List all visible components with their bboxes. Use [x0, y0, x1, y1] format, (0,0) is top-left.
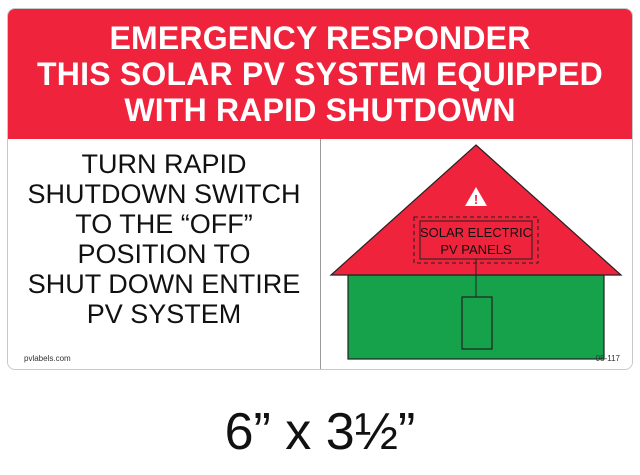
header-line-1: EMERGENCY RESPONDER: [109, 20, 531, 56]
shutdown-switch-box: [461, 296, 493, 350]
part-number-text: 05-117: [595, 354, 620, 363]
label-header: EMERGENCY RESPONDER THIS SOLAR PV SYSTEM…: [8, 9, 632, 139]
instruction-line-4: POSITION TO: [77, 239, 251, 269]
warning-symbol: !: [474, 192, 478, 207]
instruction-line-2: SHUTDOWN SWITCH: [27, 179, 301, 209]
safety-label: EMERGENCY RESPONDER THIS SOLAR PV SYSTEM…: [7, 8, 633, 370]
pv-panel-label-line-1: SOLAR ELECTRIC: [420, 225, 532, 240]
instruction-line-1: TURN RAPID: [81, 149, 247, 179]
warning-triangle-icon: !: [465, 187, 487, 207]
pv-panel-label-line-2: PV PANELS: [440, 242, 512, 257]
instruction-line-5: SHUT DOWN ENTIRE: [27, 269, 301, 299]
instructions-panel: TURN RAPID SHUTDOWN SWITCH TO THE “OFF” …: [8, 149, 320, 329]
instruction-line-3: TO THE “OFF”: [75, 209, 253, 239]
house-diagram: ! SOLAR ELECTRIC PV PANELS: [329, 144, 623, 360]
header-line-3: WITH RAPID SHUTDOWN: [124, 92, 516, 128]
header-line-2: THIS SOLAR PV SYSTEM EQUIPPED: [37, 56, 603, 92]
panel-divider: [320, 139, 321, 369]
instruction-line-6: PV SYSTEM: [86, 299, 242, 329]
website-text: pvlabels.com: [24, 354, 71, 363]
size-caption: 6” x 3½”: [224, 403, 416, 461]
